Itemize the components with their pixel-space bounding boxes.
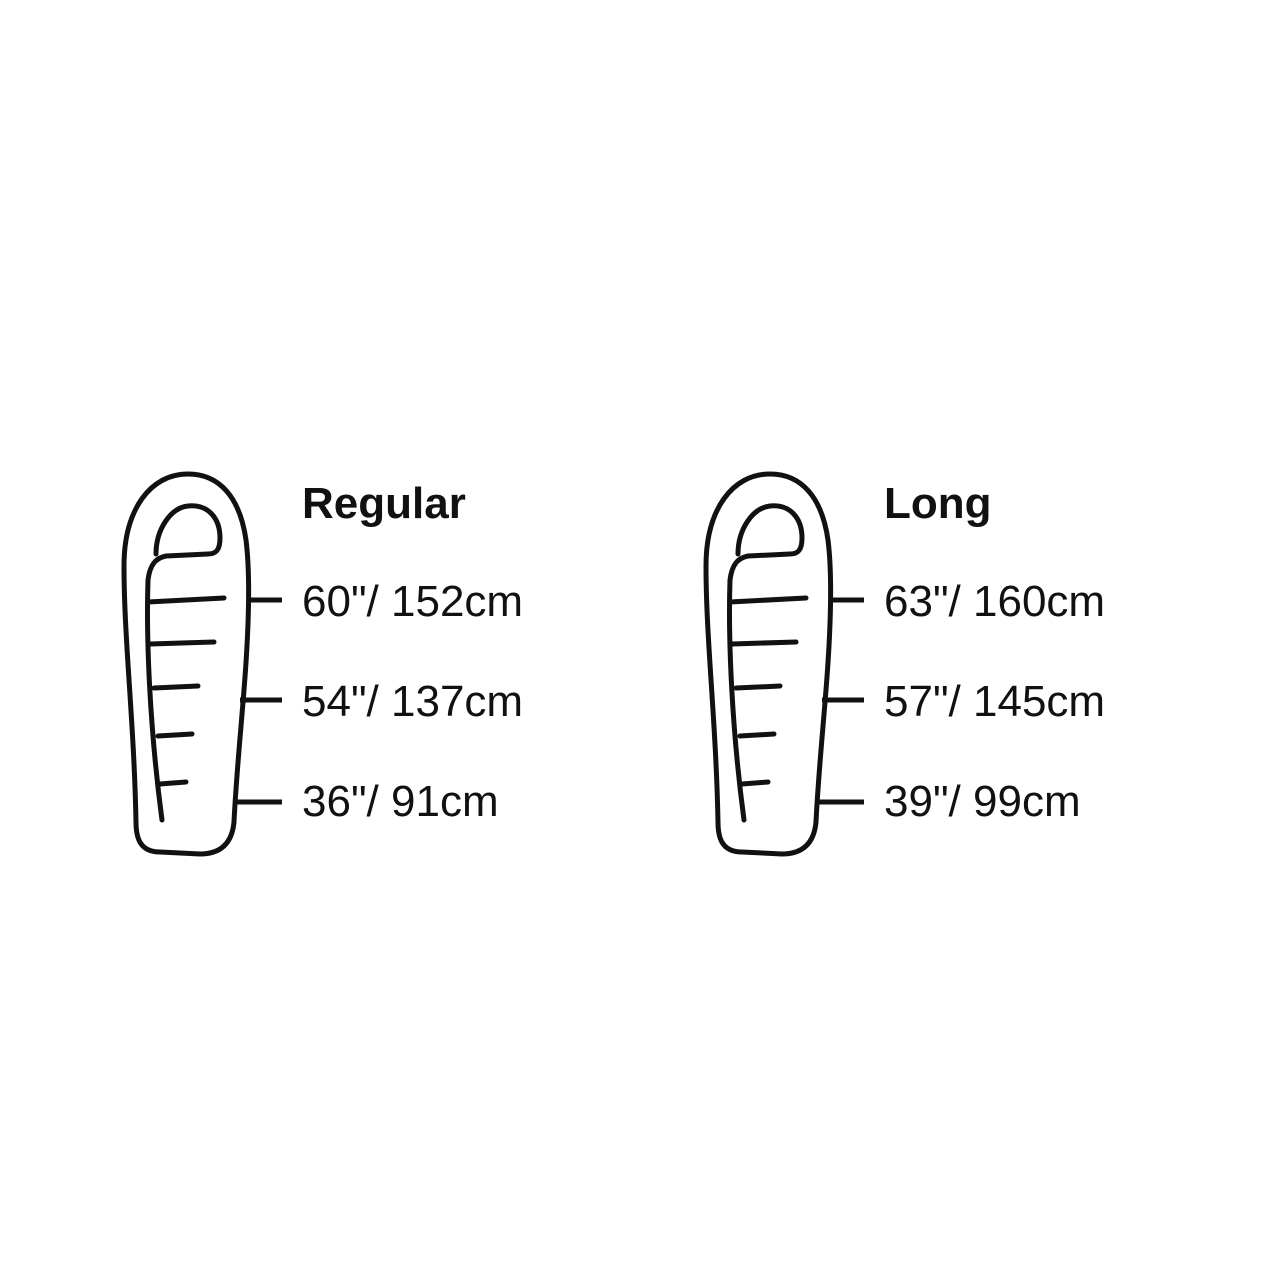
measurement-hip-long: 57"/ 145cm: [884, 677, 1106, 726]
measurement-shoulder-long: 63"/ 160cm: [884, 577, 1106, 626]
sleeping-bag-icon: [121, 471, 282, 857]
measurement-foot-long: 39"/ 99cm: [884, 777, 1081, 826]
measurement-foot-regular: 36"/ 91cm: [302, 777, 499, 826]
size-title-long: Long: [884, 479, 992, 528]
size-title-regular: Regular: [302, 479, 466, 528]
measurement-shoulder-regular: 60"/ 152cm: [302, 577, 524, 626]
size-panel-regular: Regular 60"/ 152cm 54"/ 137cm 36"/ 91cm: [120, 470, 640, 870]
measurement-hip-regular: 54"/ 137cm: [302, 677, 524, 726]
size-panel-long: Long 63"/ 160cm 57"/ 145cm 39"/ 99cm: [702, 470, 1222, 870]
sleeping-bag-icon: [703, 471, 864, 857]
